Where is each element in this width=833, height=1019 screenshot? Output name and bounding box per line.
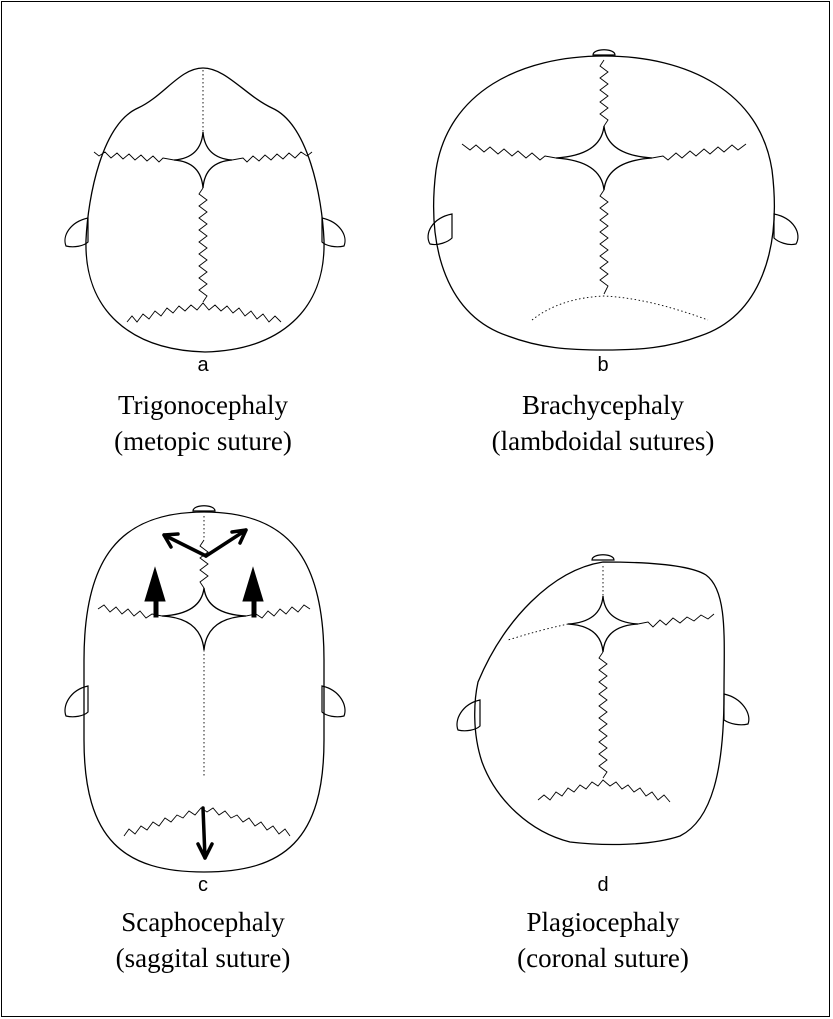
lambdoid-suture	[538, 780, 670, 802]
right-ear	[322, 218, 345, 247]
panel-letter-d: d	[573, 874, 633, 897]
coronal-suture-right	[232, 152, 312, 162]
sagittal-suture-back	[600, 190, 608, 294]
condition-name: Plagiocephaly	[438, 904, 768, 940]
skull-outline	[475, 562, 725, 844]
arrow-up-right-icon	[243, 568, 263, 617]
nose	[592, 555, 614, 560]
right-ear	[774, 214, 798, 245]
coronal-suture-left	[98, 605, 162, 618]
anterior-fontanelle	[174, 132, 232, 188]
caption-a: Trigonocephaly (metopic suture)	[38, 387, 368, 459]
condition-name: Brachycephaly	[438, 387, 768, 423]
panel-letter-a: a	[173, 354, 233, 377]
nose	[593, 50, 615, 55]
coronal-suture-left	[462, 144, 556, 160]
arrow-down-icon	[198, 808, 212, 858]
skull-plagiocephaly	[457, 555, 749, 845]
suture-name: (coronal suture)	[438, 940, 768, 976]
arrow-up-left-icon	[145, 568, 165, 617]
condition-name: Trigonocephaly	[38, 387, 368, 423]
coronal-suture-left	[508, 624, 568, 640]
coronal-suture-left	[94, 152, 174, 162]
sagittal-suture-front	[600, 60, 608, 126]
coronal-suture-right	[652, 144, 746, 160]
sagittal-suture-upper	[200, 540, 208, 588]
right-ear	[322, 686, 345, 717]
arrow-diagonal-left-icon	[164, 534, 206, 556]
suture-name: (metopic suture)	[38, 423, 368, 459]
suture-name: (saggital suture)	[38, 940, 368, 976]
caption-c: Scaphocephaly (saggital suture)	[38, 904, 368, 976]
skull-trigonocephaly	[65, 68, 345, 352]
right-ear	[724, 694, 749, 725]
caption-d: Plagiocephaly (coronal suture)	[438, 904, 768, 976]
left-ear	[428, 214, 452, 245]
lambdoid-suture	[532, 296, 708, 320]
sagittal-suture	[199, 188, 207, 302]
coronal-suture-right	[638, 614, 714, 627]
panel-letter-c: c	[173, 874, 233, 897]
nose	[193, 506, 215, 511]
skull-scaphocephaly	[65, 506, 345, 872]
anterior-fontanelle	[556, 126, 652, 190]
left-ear	[65, 218, 88, 247]
anterior-fontanelle	[568, 596, 638, 652]
lambdoid-suture	[127, 303, 281, 322]
condition-name: Scaphocephaly	[38, 904, 368, 940]
caption-b: Brachycephaly (lambdoidal sutures)	[438, 387, 768, 459]
anterior-fontanelle	[162, 588, 246, 650]
sagittal-suture-back	[599, 652, 607, 778]
skull-outline	[434, 56, 775, 350]
panel-letter-b: b	[573, 354, 633, 377]
lambdoid-suture	[124, 808, 290, 836]
suture-name: (lambdoidal sutures)	[438, 423, 768, 459]
left-ear	[457, 700, 480, 731]
arrow-diagonal-right-icon	[206, 530, 246, 556]
skull-brachycephaly	[428, 50, 798, 350]
